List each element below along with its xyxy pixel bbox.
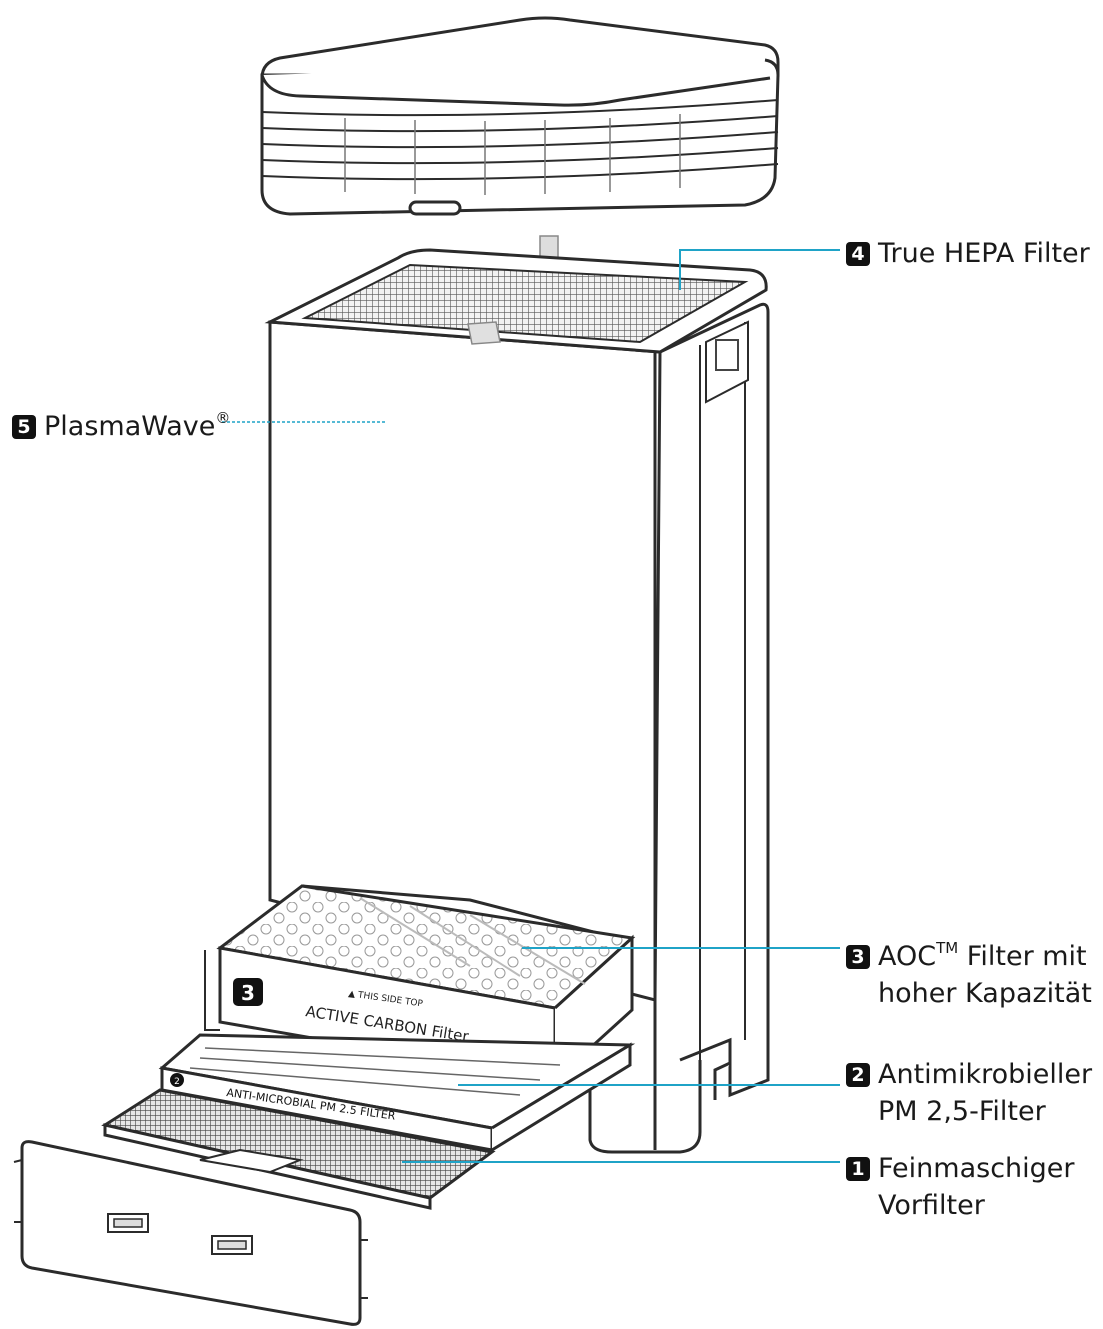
label-5-text: PlasmaWave (44, 411, 216, 442)
label-1-line1: Feinmaschiger (878, 1153, 1075, 1184)
label-1-line2: Vorfilter (878, 1190, 985, 1221)
carbon-badge-icon (233, 978, 263, 1006)
label-prefilter: 1 Feinmaschiger Vorfilter (846, 1150, 1075, 1224)
label-3-mark: TM (936, 939, 959, 957)
label-2-line2: PM 2,5-Filter (878, 1096, 1046, 1127)
hepa-filter-icon (301, 263, 749, 344)
label-plasmawave: 5 PlasmaWave® (12, 400, 230, 445)
label-4-text: True HEPA Filter (878, 238, 1090, 269)
leader-lines (222, 249, 840, 1163)
label-2-line1: Antimikrobieller (878, 1059, 1093, 1090)
label-3-pre: AOC (878, 941, 937, 972)
label-true-hepa-filter: 4 True HEPA Filter (846, 235, 1090, 272)
label-3-line2: hoher Kapazität (878, 978, 1092, 1009)
label-4-badge: 4 (846, 242, 870, 266)
label-aoc-filter: 3 AOCTM Filter mit hoher Kapazität (846, 930, 1092, 1012)
label-3-badge: 3 (846, 945, 870, 969)
label-antimicrobial-pm-filter: 2 Antimikrobieller PM 2,5-Filter (846, 1056, 1092, 1130)
carbon-badge-text: 3 (241, 981, 255, 1005)
pm-filter-icon (158, 1033, 636, 1152)
purifier-top-cover-icon (260, 16, 780, 216)
pm-badge-text: 2 (174, 1077, 180, 1087)
label-1-badge: 1 (846, 1157, 870, 1181)
label-3-line1: Filter mit (958, 941, 1087, 972)
prefilter-icon (101, 1088, 496, 1210)
pm-badge-icon (170, 1073, 184, 1087)
label-2-badge: 2 (846, 1063, 870, 1087)
label-5-badge: 5 (12, 415, 36, 439)
label-5-mark: ® (215, 409, 231, 427)
front-panel-icon (13, 1140, 368, 1326)
